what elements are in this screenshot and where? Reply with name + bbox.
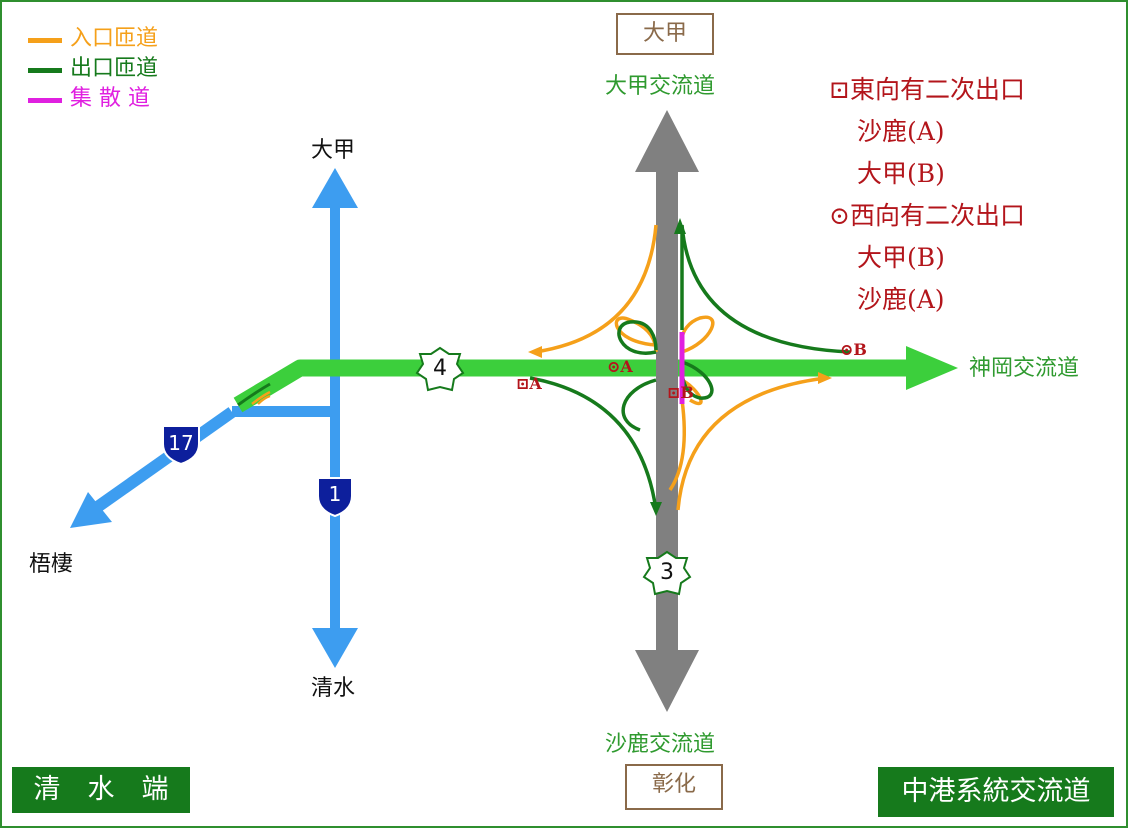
destination-box-dajia: 大甲: [616, 13, 714, 55]
note-west-2: 沙鹿(A): [857, 285, 945, 314]
arrow-north-icon: [312, 168, 358, 208]
note-text: 東向有二次出口: [849, 75, 1025, 104]
route-3-shield: [642, 550, 692, 596]
route-1-shield: [317, 477, 353, 518]
note-east-1: 沙鹿(A): [857, 117, 945, 146]
destination-box-changhua: 彰化: [625, 764, 723, 810]
route-3-number: 3: [660, 560, 674, 585]
east-symbol-icon: ⊡: [829, 75, 850, 104]
place-label-wuqi: 梧棲: [29, 552, 74, 577]
west-end-ramps: [237, 382, 271, 407]
arrow-east-icon: [906, 346, 958, 390]
corner-label-zhonggang-system: 中港系統交流道: [878, 767, 1114, 817]
arrow-south-icon: [635, 650, 699, 712]
note-east-header: ⊡東向有二次出口: [829, 75, 1025, 105]
marker-inner-b: ⊡B: [667, 383, 694, 402]
route-1-number: 1: [328, 482, 342, 506]
legend-swatch: [28, 68, 62, 73]
legend-swatch: [28, 38, 62, 43]
route-1-road: [312, 168, 358, 668]
west-symbol-icon: ⊙: [829, 201, 850, 230]
route-4-road: [233, 346, 958, 413]
legend-label: 入口匝道: [70, 26, 159, 51]
arrow-southwest-icon: [70, 492, 112, 528]
arrow-south-icon: [312, 628, 358, 668]
marker-west-a: ⊡A: [516, 374, 542, 393]
route-17-road: [70, 406, 336, 528]
note-east-2: 大甲(B): [857, 159, 945, 188]
route-17-shield: [162, 425, 200, 466]
marker-east-b: ⊙B: [840, 340, 867, 359]
route-4-number: 4: [433, 356, 447, 381]
route-17-number: 17: [168, 431, 194, 455]
freeway-3-road: [635, 110, 699, 712]
note-west-header: ⊙西向有二次出口: [829, 201, 1025, 231]
place-label-dajia: 大甲: [311, 138, 356, 163]
note-text: 西向有二次出口: [849, 201, 1025, 230]
legend-label: 出口匝道: [70, 56, 159, 81]
note-west-1: 大甲(B): [857, 243, 945, 272]
legend-swatch: [28, 98, 62, 103]
interchange-label-dajia: 大甲交流道: [605, 74, 716, 99]
route-4-shield: [415, 346, 465, 392]
interchange-label-shalu: 沙鹿交流道: [605, 732, 716, 757]
place-label-qingshui: 清水: [311, 676, 356, 701]
legend-label: 集 散 道: [70, 86, 150, 111]
corner-label-qingshui-end: 清 水 端: [12, 767, 190, 813]
interchange-label-shenggang: 神岡交流道: [969, 356, 1080, 381]
marker-inner-a: ⊙A: [607, 357, 633, 376]
arrow-north-icon: [635, 110, 699, 172]
